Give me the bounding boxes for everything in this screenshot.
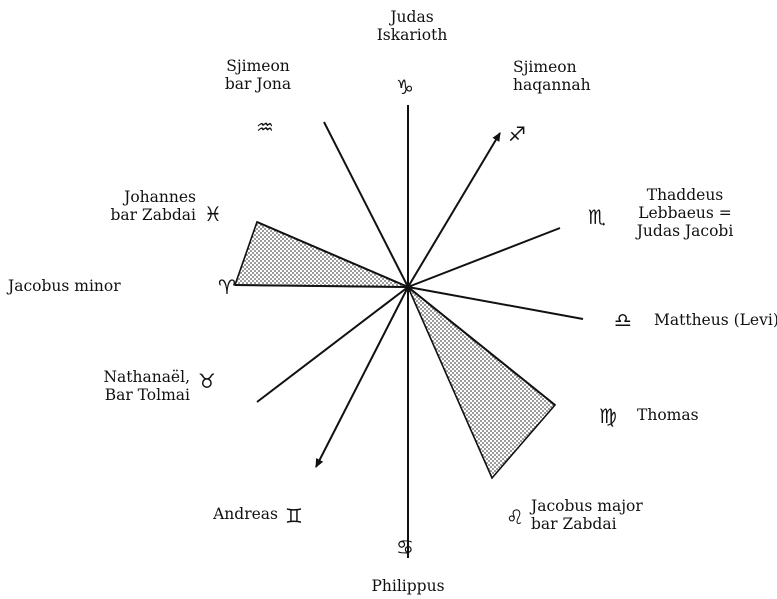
label-sjimeon-haqannah: Sjimeon haqannah: [513, 58, 591, 94]
label-jacobus-minor: Jacobus minor: [8, 277, 121, 295]
shaded-sector-upper-left: [233, 220, 409, 288]
capricorn-icon: ♑: [396, 75, 414, 99]
label-thomas: Thomas: [637, 406, 699, 424]
spoke-upper-right-shallow: [407, 227, 561, 288]
aquarius-icon: ♒: [256, 115, 274, 139]
spoke-upper-left-steep: [323, 121, 409, 288]
pisces-icon: ♓: [204, 202, 222, 226]
label-philippus: Philippus: [371, 577, 445, 595]
scorpio-icon: ♏: [588, 205, 606, 229]
virgo-icon: ♍: [599, 404, 617, 428]
sagittarius-icon: ♐: [508, 122, 526, 146]
label-sjimeon-bar-jona: Sjimeon bar Jona: [224, 57, 292, 93]
shaded-sector-lower-right: [407, 286, 557, 480]
label-jacobus-major: Jacobus major bar Zabdai: [531, 497, 643, 533]
label-nathanael: Nathanaël, Bar Tolmai: [103, 368, 190, 404]
cancer-icon: ♋: [396, 535, 414, 559]
aries-icon: ♈: [218, 275, 236, 299]
gemini-icon: ♊: [285, 504, 303, 528]
spoke-lower-right: [407, 286, 556, 406]
spoke-upper-left-shallow: [256, 221, 409, 288]
spoke-arrow-upper-right: [407, 132, 501, 288]
spoke-horizontal-right: [407, 286, 584, 320]
spoke-arrow-lower-left: [315, 286, 409, 468]
label-johannes: Johannes bar Zabdai: [110, 188, 196, 224]
spoke-lower-left-shallow: [256, 286, 409, 403]
label-judas-iskarioth: Judas Iskarioth: [376, 8, 448, 44]
label-mattheus: Mattheus (Levi): [654, 311, 777, 329]
spoke-horizontal-left: [234, 284, 409, 288]
label-andreas: Andreas: [213, 505, 278, 523]
label-thaddeus: Thaddeus Lebbaeus = Judas Jacobi: [636, 186, 734, 240]
taurus-icon: ♉: [198, 369, 216, 393]
libra-icon: ♎: [614, 308, 632, 332]
leo-icon: ♌: [506, 505, 524, 529]
